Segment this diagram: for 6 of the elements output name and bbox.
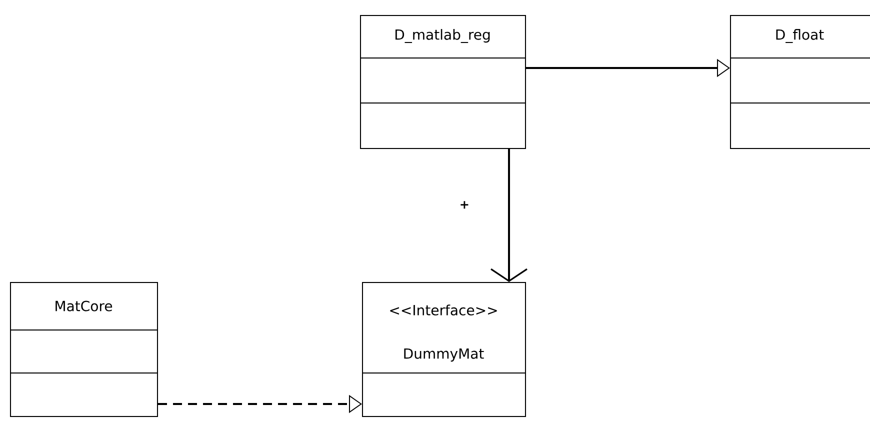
class-box: D_matlab_reg [360,15,526,149]
class-box: D_float [730,15,870,149]
class-box: <<Interface>> DummyMat [362,282,526,417]
arrow [490,149,528,282]
edge-label: + [460,201,468,209]
class-box: MatCore [10,282,158,417]
